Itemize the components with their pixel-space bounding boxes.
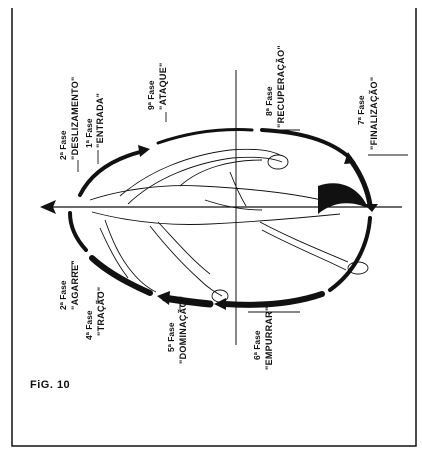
phase-name: "TRAÇÃO" [96,287,106,336]
phase-label-tracao: 4ª Fase "TRAÇÃO" [84,287,106,340]
phase-name: "ENTRADA" [95,93,105,148]
phase-number: 5ª Fase [166,322,176,352]
phase-label-dominacao: 5ª Fase "DOMINAÇÃO" [166,296,188,364]
phase-name: "RECUPERAÇÃO" [276,45,286,128]
phase-name: "EMPURRAR" [264,306,274,370]
phase-label-recuperacao: 8ª Fase "RECUPERAÇÃO" [264,45,286,128]
phase-label-finalizacao: 7ª Fase "FINALIZAÇÃO" [356,77,379,150]
phase-number: 1ª Fase [84,118,94,148]
finishing-wedge [318,183,368,214]
phase-name: "DOMINAÇÃO" [178,296,188,364]
phase-name: "AGARRE" [70,260,80,310]
phase-number: 7ª Fase [356,95,366,125]
phase-label-entrada: 1ª Fase "ENTRADA" [84,93,105,148]
phase-number: 2ª Fase [58,280,68,310]
phase-label-deslizamento: 2ª Fase "DESLIZAMENTO" [58,76,80,160]
phase-label-ataque: 9ª Fase "ATAQUE" [146,62,168,110]
path-arrowheads [138,145,378,310]
phase-number: 6ª Fase [252,330,262,360]
phase-number: 4ª Fase [84,310,94,340]
swimmer-sketch [90,149,368,302]
phase-number: 2ª Fase [58,130,68,160]
phase-label-empurrar: 6ª Fase "EMPURRAR" [252,306,274,370]
phase-number: 9ª Fase [146,80,156,110]
phase-name: "FINALIZAÇÃO" [369,77,379,150]
phase-name: "ATAQUE" [158,62,168,110]
figure-caption: FiG. 10 [30,379,70,391]
phase-label-agarre: 2ª Fase "AGARRE" [58,260,80,310]
phase-name: "DESLIZAMENTO" [70,76,80,160]
phase-number: 8ª Fase [264,86,274,116]
